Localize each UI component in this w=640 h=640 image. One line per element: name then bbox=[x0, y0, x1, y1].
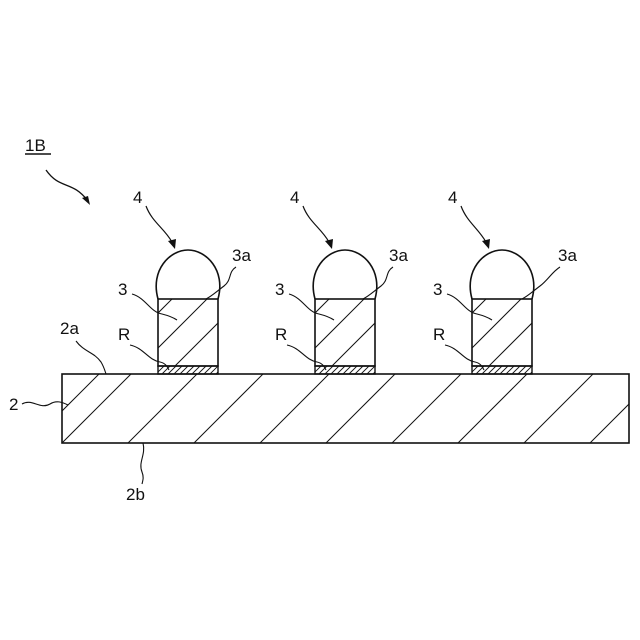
bump-arrowhead bbox=[482, 239, 490, 249]
bump-leader bbox=[303, 206, 329, 242]
solder-cap bbox=[470, 250, 534, 299]
substrate-label: 2 bbox=[9, 395, 18, 414]
bump-label: 4 bbox=[290, 188, 299, 207]
bump-leader bbox=[461, 206, 486, 242]
substrate-outline bbox=[62, 374, 629, 443]
top-surface-label: 2a bbox=[60, 319, 79, 338]
solder-cap bbox=[156, 250, 220, 299]
top-surface-3a-label: 3a bbox=[232, 246, 251, 265]
resin-layer-hatching bbox=[464, 366, 538, 374]
bottom-surface-leader bbox=[141, 443, 144, 484]
resin-layer-hatching bbox=[307, 366, 381, 374]
bump-label: 4 bbox=[133, 188, 142, 207]
resin-layer-label: R bbox=[275, 325, 287, 344]
solder-cap bbox=[313, 250, 377, 299]
bottom-surface-label: 2b bbox=[126, 485, 145, 504]
resin-layer-label: R bbox=[118, 325, 130, 344]
pillar-label: 3 bbox=[275, 280, 284, 299]
pillar-label: 3 bbox=[433, 280, 442, 299]
figure-label-group: 1B bbox=[25, 136, 90, 205]
substrate-hatching bbox=[30, 374, 640, 443]
pillar-label: 3 bbox=[118, 280, 127, 299]
figure-label-arrowhead bbox=[82, 196, 90, 205]
resin-layer-hatching bbox=[150, 366, 224, 374]
top-surface-3a-label: 3a bbox=[558, 246, 577, 265]
top-surface-3a-label: 3a bbox=[389, 246, 408, 265]
bump-unit-1: 4 3a 3 R bbox=[105, 188, 251, 374]
bump-unit-3: 4 3a 3 R bbox=[419, 188, 577, 374]
resin-layer-label: R bbox=[433, 325, 445, 344]
top-surface-leader bbox=[76, 341, 106, 374]
resin-layer bbox=[472, 366, 532, 374]
substrate-leader bbox=[22, 402, 68, 406]
bump-leader bbox=[146, 206, 172, 242]
figure-label: 1B bbox=[25, 136, 46, 155]
bump-unit-2: 4 3a 3 R bbox=[262, 188, 408, 374]
bump-label: 4 bbox=[448, 188, 457, 207]
bump-arrowhead bbox=[325, 239, 333, 249]
bump-arrowhead bbox=[168, 239, 176, 249]
figure-label-arrow bbox=[46, 170, 88, 201]
substrate bbox=[30, 374, 640, 443]
